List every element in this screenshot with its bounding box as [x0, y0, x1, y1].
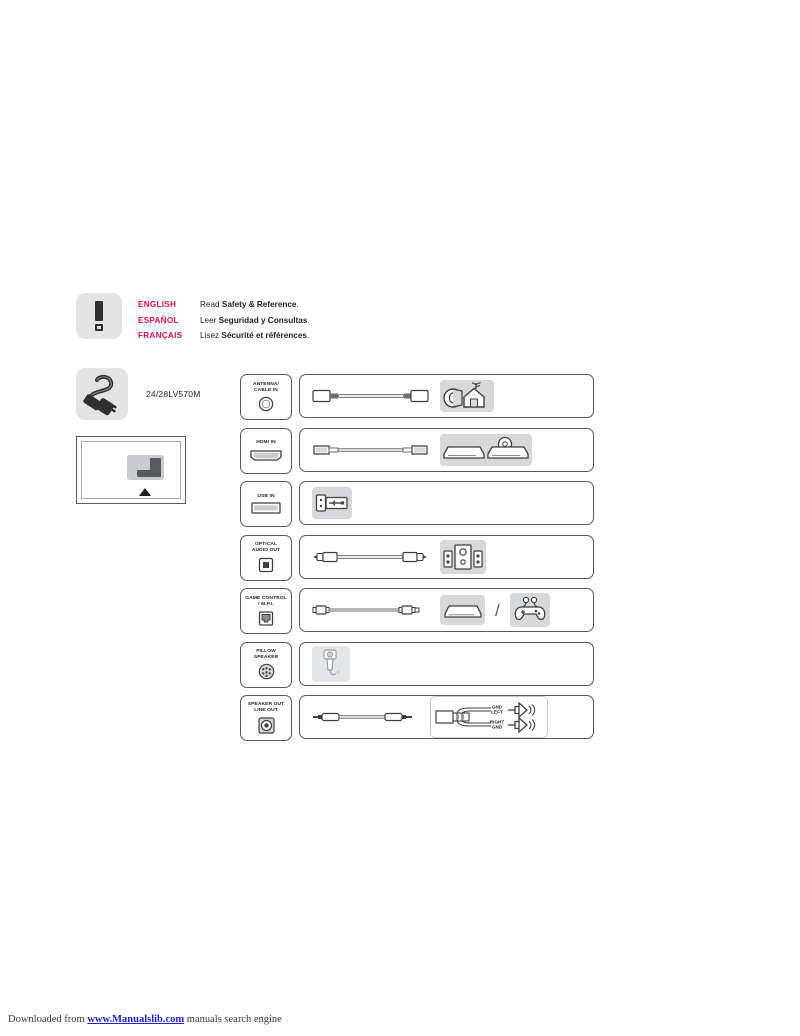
language-verb: Read — [200, 300, 222, 309]
coaxial-jack-icon — [258, 396, 274, 412]
table-row: SPEAKER OUT LINE OUT — [240, 695, 594, 741]
set-top-box-icon — [443, 445, 485, 459]
desc-cell-game-control-mpi: / — [299, 588, 594, 632]
connection-table: ANTENNA/ CABLE IN — [240, 374, 594, 741]
port-cell-pillow-speaker: PILLOW SPEAKER — [240, 641, 292, 688]
port-label-line: LINE OUT — [254, 708, 278, 713]
wiring-label-gnd-bottom: GND — [492, 725, 503, 730]
language-name: ESPAÑOL — [138, 315, 179, 325]
port-cell-optical-audio-out: OPTICAL AUDIO OUT — [240, 534, 292, 581]
port-cell-hdmi-in: HDMI IN — [240, 427, 292, 474]
language-verb: Leer — [200, 315, 219, 325]
desc-cell-antenna-cable-in — [299, 374, 594, 418]
port-label-line: AUDIO OUT — [251, 548, 281, 553]
language-name: FRANÇAIS — [138, 331, 183, 341]
port-label-line: OPTICAL — [254, 542, 278, 548]
hdmi-port-icon — [250, 450, 282, 461]
gamepad-icon — [514, 596, 546, 621]
table-row: USB IN — [240, 481, 594, 527]
wiring-label-gnd-top: GND — [492, 705, 503, 710]
speaker-wiring-diagram: GND LEFT RIGHT GND — [430, 696, 548, 738]
line-out-jack-icon — [257, 716, 275, 734]
footer-prefix: Downloaded from — [8, 1014, 88, 1025]
language-list: ENGLISH Read Safety & Reference. ESPAÑOL… — [138, 293, 310, 344]
language-document-title: Sécurité et références — [221, 331, 307, 341]
power-cord-icon — [76, 368, 128, 420]
modular-cable — [312, 605, 420, 615]
port-label-line: / M.P.I. — [258, 602, 274, 607]
game-console-icon — [443, 605, 482, 618]
port-label-line: SPEAKER OUT — [247, 702, 285, 708]
exclamation-mark-icon — [76, 293, 122, 339]
speaker-system-icon — [443, 543, 483, 570]
usb-flash-drive-icon — [315, 494, 348, 512]
device-group-audio-system — [440, 539, 486, 574]
wiring-label-right: RIGHT — [490, 720, 504, 725]
rj-modular-jack-icon — [258, 610, 274, 626]
footer-suffix: manuals search engine — [184, 1014, 282, 1025]
table-row: GAME CONTROL / M.P.I. — [240, 588, 594, 634]
port-cell-usb-in: USB IN — [240, 481, 292, 527]
language-document-title: Safety & Reference — [221, 300, 297, 309]
device-game-console — [440, 595, 485, 625]
desc-cell-pillow-speaker — [299, 641, 594, 686]
port-cell-speaker-out-line-out: SPEAKER OUT LINE OUT — [240, 695, 292, 741]
port-label-line: ANTENNA/ — [252, 381, 280, 387]
optical-cable — [313, 551, 427, 562]
optical-toslink-jack-icon — [258, 557, 274, 572]
language-row-espanol: ESPAÑOL Leer Seguridad y Consultas. — [138, 313, 310, 329]
language-instruction: Lisez Sécurité et références. — [200, 328, 309, 344]
tv-back-panel-illustration — [76, 436, 186, 504]
audio-jack-cable — [313, 712, 412, 722]
disc-player-icon — [487, 436, 529, 459]
wiring-label-left: LEFT — [491, 710, 503, 715]
language-period: . — [307, 315, 310, 325]
power-cord-block: 24/28LV570M — [76, 368, 201, 420]
device-group-usb — [312, 487, 352, 519]
language-instruction: Leer Seguridad y Consultas. — [200, 313, 310, 329]
device-group-antenna — [440, 380, 494, 412]
language-period: . — [306, 331, 310, 341]
language-document-title: Seguridad y Consultas — [218, 315, 308, 325]
manualslib-link[interactable]: www.Manualslib.com — [87, 1014, 185, 1025]
table-row: ANTENNA/ CABLE IN — [240, 374, 594, 420]
port-label-line: PILLOW — [256, 648, 276, 654]
language-row-english: ENGLISH Read Safety & Reference. — [138, 297, 310, 313]
cable-outlet-icon — [443, 388, 463, 408]
table-row: PILLOW SPEAKER — [240, 641, 594, 688]
desc-cell-usb-in — [299, 481, 594, 525]
house-antenna-icon — [463, 382, 485, 408]
tv-port-zone-highlight — [127, 455, 164, 480]
table-row: HDMI IN — [240, 427, 594, 474]
device-gamepad — [509, 593, 550, 627]
desc-cell-optical-audio-out — [299, 534, 594, 579]
language-instruction: Read Safety & Reference. — [200, 297, 299, 313]
desc-cell-hdmi-in — [299, 427, 594, 472]
table-row: OPTICAL AUDIO OUT — [240, 534, 594, 581]
port-cell-game-control-mpi: GAME CONTROL / M.P.I. — [240, 588, 292, 634]
coaxial-cable — [312, 389, 429, 403]
port-cell-antenna-cable-in: ANTENNA/ CABLE IN — [240, 374, 292, 420]
port-label-line: USB IN — [257, 493, 275, 499]
usb-port-icon — [251, 502, 281, 514]
port-label-line: GAME CONTROL — [245, 596, 287, 602]
port-label-line: SPEAKER — [253, 654, 279, 660]
port-label-line: HDMI IN — [256, 440, 276, 446]
language-name: ENGLISH — [138, 300, 177, 309]
hdmi-cable — [313, 444, 428, 455]
safety-reference-block: ENGLISH Read Safety & Reference. ESPAÑOL… — [76, 293, 310, 344]
separator-slash: / — [495, 600, 500, 620]
download-source-footer: Downloaded from www.Manualslib.com manua… — [8, 1014, 282, 1025]
up-triangle-arrow-icon — [139, 488, 151, 496]
language-period: . — [296, 300, 299, 309]
language-verb: Lisez — [200, 331, 222, 341]
port-label-line: CABLE IN — [254, 387, 278, 393]
pillow-speaker-handset-icon — [323, 648, 340, 675]
desc-cell-speaker-out-line-out: GND LEFT RIGHT GND — [299, 695, 594, 739]
model-number: 24/28LV570M — [146, 389, 201, 399]
device-group-hdmi — [440, 433, 532, 466]
device-pillow-speaker — [312, 645, 350, 682]
language-row-francais: FRANÇAIS Lisez Sécurité et références. — [138, 328, 310, 344]
pillow-speaker-din-jack-icon — [258, 663, 274, 680]
